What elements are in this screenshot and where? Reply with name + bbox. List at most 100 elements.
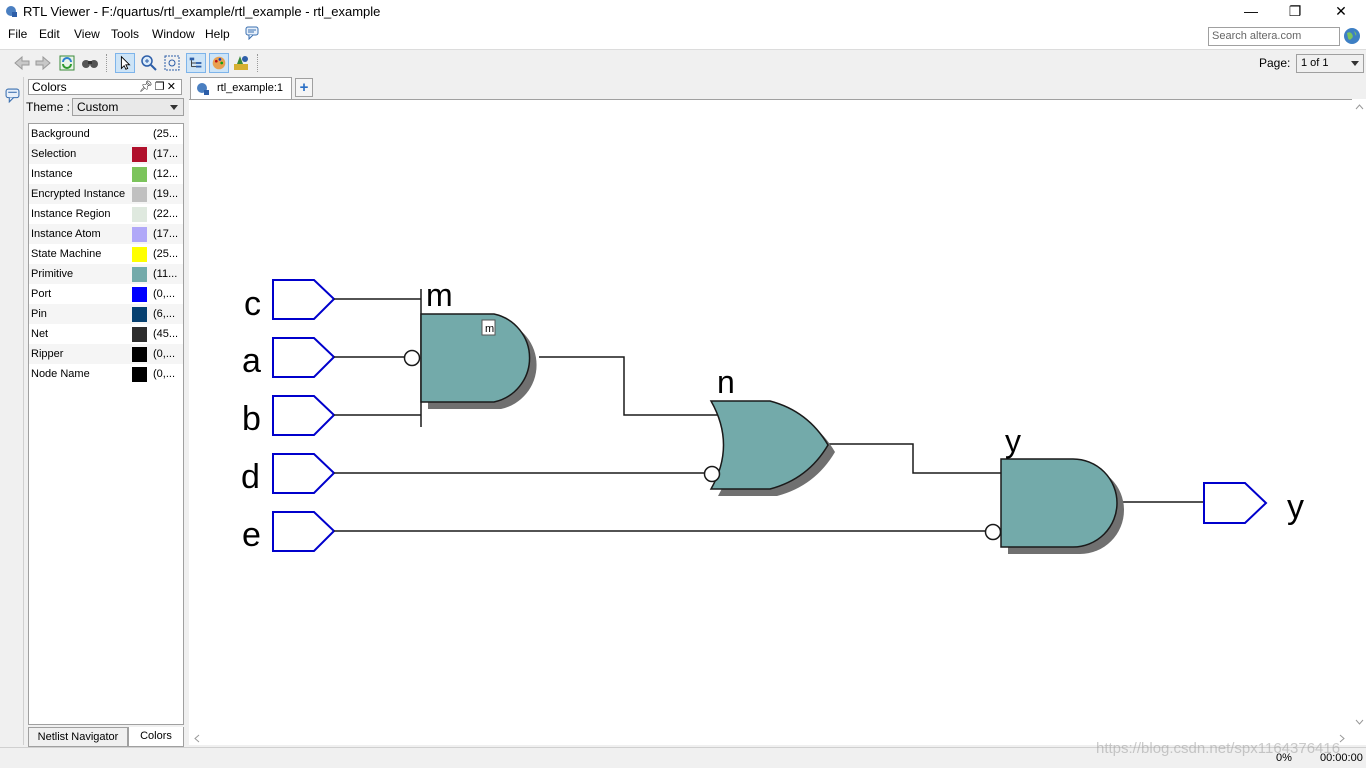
input-port-c[interactable] — [272, 279, 336, 320]
input-label-b: b — [242, 400, 261, 438]
color-swatch[interactable] — [132, 187, 147, 202]
color-row[interactable]: Instance Region(22... — [29, 204, 183, 224]
restore-button[interactable]: ❐ — [1288, 3, 1302, 19]
menu-tools[interactable]: Tools — [111, 27, 140, 41]
help-chat-icon[interactable] — [245, 26, 259, 40]
color-name: Instance Atom — [31, 228, 101, 240]
scroll-left-icon[interactable] — [194, 734, 200, 743]
search-input[interactable]: Search altera.com — [1208, 27, 1340, 46]
color-row[interactable]: Encrypted Instance(19... — [29, 184, 183, 204]
color-row[interactable]: Port(0,... — [29, 284, 183, 304]
color-name: Port — [31, 288, 52, 300]
color-swatch[interactable] — [132, 267, 147, 282]
colors-panel-header: Colors 📌︎❐✕ — [28, 79, 182, 95]
color-swatch[interactable] — [132, 167, 147, 182]
color-value: (0,... — [153, 348, 176, 360]
color-name: Net — [31, 328, 49, 340]
color-row[interactable]: Background(25... — [29, 124, 183, 144]
scroll-up-icon[interactable] — [1355, 104, 1364, 110]
output-port-y[interactable] — [1203, 482, 1268, 524]
color-name: Ripper — [31, 348, 64, 360]
color-swatch[interactable] — [132, 347, 147, 362]
menu-window[interactable]: Window — [152, 27, 195, 41]
color-swatch[interactable] — [132, 327, 147, 342]
vertical-scrollbar[interactable] — [1352, 99, 1366, 731]
menu-help[interactable]: Help — [205, 27, 230, 41]
color-row[interactable]: Net(45... — [29, 324, 183, 344]
input-port-a[interactable] — [272, 337, 336, 378]
fit-window-icon[interactable] — [162, 53, 182, 73]
color-row[interactable]: Ripper (0,... — [29, 344, 183, 364]
colors-panel-title: Colors — [32, 80, 67, 94]
add-tab-button[interactable]: + — [295, 78, 313, 97]
tab-colors[interactable]: Colors — [128, 727, 184, 747]
refresh-icon[interactable] — [57, 53, 77, 73]
and-gate-m[interactable] — [403, 313, 531, 403]
color-swatch[interactable] — [132, 247, 147, 262]
zoom-icon[interactable] — [139, 53, 159, 73]
page-select[interactable]: 1 of 1 — [1296, 54, 1364, 73]
color-row[interactable]: Instance(12... — [29, 164, 183, 184]
input-port-e[interactable] — [272, 511, 336, 552]
scroll-down-icon[interactable] — [1355, 719, 1364, 725]
document-tab-label: rtl_example:1 — [217, 82, 284, 94]
schematic-canvas[interactable]: c a b d e — [189, 99, 1352, 731]
close-button[interactable]: ✕ — [1335, 3, 1347, 19]
forward-icon[interactable] — [33, 53, 53, 73]
input-port-d[interactable] — [272, 453, 336, 494]
menu-file[interactable]: File — [8, 27, 28, 41]
back-icon[interactable] — [12, 53, 32, 73]
pin-icon[interactable]: 📌︎ — [138, 81, 155, 93]
color-list: Background(25...Selection(17...Instance(… — [28, 123, 184, 725]
or-gate-n[interactable] — [703, 400, 829, 490]
select-pointer-icon[interactable] — [115, 53, 135, 73]
horizontal-scrollbar[interactable] — [189, 731, 1366, 745]
close-panel-icon[interactable]: ✕ — [166, 81, 178, 93]
instance-label-n: n — [717, 364, 735, 400]
color-swatch[interactable] — [132, 147, 147, 162]
color-name: Instance — [31, 168, 73, 180]
input-label-d: d — [241, 458, 260, 496]
color-name: Primitive — [31, 268, 74, 280]
color-row[interactable]: Pin(6,... — [29, 304, 183, 324]
scroll-right-icon[interactable] — [1339, 734, 1345, 743]
color-row[interactable]: Node Name (0,... — [29, 364, 183, 384]
theme-select[interactable]: Custom — [72, 98, 184, 116]
color-row[interactable]: Selection(17... — [29, 144, 183, 164]
color-swatch[interactable] — [132, 307, 147, 322]
color-swatch[interactable] — [132, 227, 147, 242]
color-name: Node Name — [31, 368, 90, 380]
color-value: (0,... — [153, 368, 176, 380]
color-palette-icon[interactable] — [209, 53, 229, 73]
tab-netlist-navigator[interactable]: Netlist Navigator — [28, 727, 128, 747]
hierarchy-icon[interactable] — [186, 53, 206, 73]
color-row[interactable]: Instance Atom(17... — [29, 224, 183, 244]
float-icon[interactable]: ❐ — [154, 81, 167, 93]
color-swatch[interactable] — [132, 287, 147, 302]
color-swatch[interactable] — [132, 367, 147, 382]
color-row[interactable]: State Machine(25... — [29, 244, 183, 264]
minimize-button[interactable]: — — [1244, 3, 1258, 19]
instance-label-m: m — [426, 277, 453, 313]
nets — [334, 289, 1203, 532]
dock-message-icon[interactable] — [5, 88, 20, 103]
color-swatch[interactable] — [132, 207, 147, 222]
progress-percent: 0% — [1276, 752, 1292, 764]
rtl-viewer-app-icon — [6, 6, 17, 17]
and-gate-y[interactable] — [984, 458, 1118, 548]
rtl-viewer-tab-icon — [197, 83, 209, 95]
menu-view[interactable]: View — [74, 27, 100, 41]
menu-bar: File Edit View Tools Window Help — [0, 23, 1366, 49]
netlist-tool-icon[interactable] — [231, 53, 251, 73]
input-port-b[interactable] — [272, 395, 336, 436]
toolbar — [0, 49, 1366, 76]
instance-label-y: y — [1005, 423, 1021, 459]
theme-label: Theme : — [26, 100, 71, 114]
menu-edit[interactable]: Edit — [39, 27, 60, 41]
document-tab[interactable]: rtl_example:1 — [190, 77, 292, 99]
globe-icon[interactable] — [1343, 27, 1361, 45]
watermark: https://blog.csdn.net/spx1164376416 — [1096, 740, 1341, 757]
color-value: (19... — [153, 188, 179, 200]
find-icon[interactable] — [80, 53, 100, 73]
color-row[interactable]: Primitive(11... — [29, 264, 183, 284]
